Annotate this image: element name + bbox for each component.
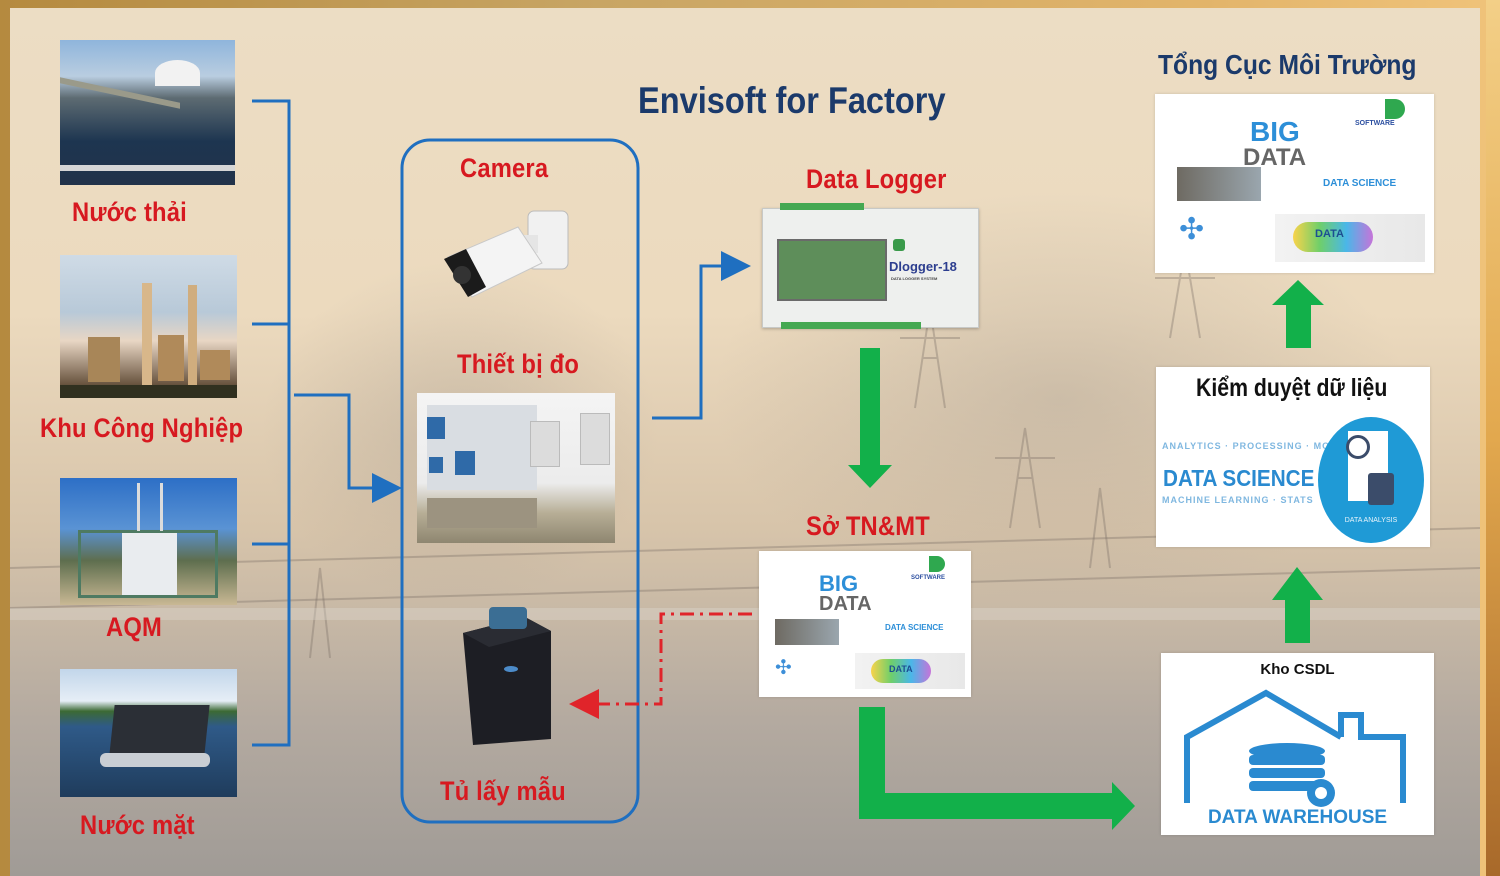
software-brand: SOFTWARE: [1355, 120, 1395, 127]
arrow-department-to-warehouse: [859, 707, 1135, 830]
cooling-tower: [158, 335, 184, 381]
camera-label: Camera: [460, 153, 549, 183]
surface-water-station-photo: [60, 669, 237, 797]
chimney: [142, 283, 152, 393]
wastewater-plant-photo: [60, 40, 235, 185]
data-science-text: DATA SCIENCE: [1323, 178, 1397, 189]
department-label: Sở TN&MT: [806, 511, 930, 541]
software-logo-icon: [1385, 99, 1405, 119]
station-group-frame: [400, 138, 640, 824]
software-brand: SOFTWARE: [911, 575, 945, 581]
cloud-icon: [1293, 222, 1373, 252]
warehouse-caption: DATA WAREHOUSE: [1207, 807, 1388, 828]
arrow-logger-to-department: [848, 348, 892, 488]
network-icon: ✣: [1179, 213, 1205, 246]
arrow-to-logger: [652, 251, 751, 420]
data-text: DATA: [819, 593, 872, 615]
cooling-tower: [88, 337, 120, 382]
bracket-sources: [252, 99, 291, 747]
source-label-surface-water: Nước mặt: [80, 810, 195, 840]
tree-line: [60, 385, 237, 398]
industrial-zone-photo: [60, 255, 237, 398]
sink: [427, 498, 537, 528]
word-cloud-text: ANALYTICS · PROCESSING · MODELS: [1162, 441, 1359, 451]
station-shelter: [122, 530, 177, 598]
measuring-device-photo: [417, 393, 615, 543]
cooling-tower: [200, 350, 230, 380]
sampler-label: Tủ lấy mẫu: [440, 776, 566, 806]
mast: [160, 483, 163, 531]
department-bigdata-panel: BIG DATA SOFTWARE DATA SCIENCE ✣ DATA: [759, 551, 971, 697]
data-warehouse-icon: [1184, 689, 1406, 807]
arrow-review-to-general-dept: [1272, 280, 1324, 348]
logger-subtitle: DATA LOGGER SYSTEM: [891, 276, 938, 281]
diagram-title: Envisoft for Factory: [638, 80, 946, 121]
cabinet: [530, 421, 560, 467]
review-title: Kiểm duyệt dữ liệu: [1196, 374, 1388, 402]
operator-photo: [775, 619, 839, 645]
warehouse-title: Kho CSDL: [1260, 661, 1335, 678]
terminal-block: [780, 203, 864, 210]
general-department-label: Tổng Cục Môi Trường: [1158, 49, 1417, 80]
air-quality-station-photo: [60, 478, 237, 605]
general-department-bigdata-panel: BIG DATA SOFTWARE DATA SCIENCE ✣ DATA: [1155, 94, 1434, 273]
fence: [78, 530, 218, 598]
data-analysis-icon: DATA ANALYSIS: [1318, 417, 1424, 543]
instrument-board: [427, 405, 537, 490]
source-label-aqm: AQM: [106, 612, 162, 642]
source-label-industrial-zone: Khu Công Nghiệp: [40, 413, 244, 443]
data-analysis-caption: DATA ANALYSIS: [1344, 517, 1398, 524]
sampler-cabinet-icon: [463, 607, 551, 745]
software-logo-icon: [929, 556, 945, 572]
data-cloud-image: DATA: [855, 653, 965, 689]
data-warehouse-panel: Kho CSDL DATA WAREHOUSE: [1161, 653, 1434, 835]
analyzer: [427, 417, 445, 439]
camera-icon: [444, 210, 569, 298]
measuring-device-label: Thiết bị đo: [457, 349, 580, 379]
float: [100, 753, 210, 767]
terminal-block: [781, 322, 921, 329]
logger-model-name: Dlogger-18: [889, 259, 957, 274]
source-label-wastewater: Nước thải: [72, 197, 187, 227]
chimney: [188, 285, 197, 393]
word-cloud-text: MACHINE LEARNING · STATS: [1162, 495, 1314, 505]
analyzer: [429, 457, 443, 473]
data-science-text: DATA SCIENCE: [885, 623, 944, 632]
decorative-strip: [1486, 0, 1500, 876]
big-text: BIG: [1250, 116, 1300, 147]
dome: [155, 60, 200, 86]
review-data-science-text: DATA SCIENCE: [1163, 465, 1315, 491]
data-logger-device: Dlogger-18 DATA LOGGER SYSTEM: [762, 203, 979, 329]
network-icon: ✣: [775, 657, 792, 679]
operator-photo: [1177, 167, 1261, 201]
data-logger-label: Data Logger: [806, 164, 947, 194]
data-text: DATA: [1243, 144, 1307, 171]
cloud-data-text: DATA: [1315, 228, 1344, 240]
big-text: BIG: [819, 571, 859, 596]
arrow-to-station: [294, 393, 402, 503]
mast: [137, 483, 140, 531]
logger-logo-icon: [893, 239, 905, 251]
calculator-icon: [1368, 473, 1394, 505]
lcd-screen: [777, 239, 887, 301]
magnifier-icon: [1346, 435, 1370, 459]
cabinet: [580, 413, 610, 465]
cloud-data-text: DATA: [889, 664, 913, 674]
analyzer: [455, 451, 475, 475]
feedback-sampling-arrow: [569, 612, 752, 719]
data-review-panel: Kiểm duyệt dữ liệu ANALYTICS · PROCESSIN…: [1156, 367, 1430, 547]
arrow-warehouse-to-review: [1272, 567, 1323, 643]
railing: [60, 165, 235, 171]
cloud-icon: [871, 659, 931, 683]
data-cloud-image: DATA: [1275, 214, 1425, 262]
